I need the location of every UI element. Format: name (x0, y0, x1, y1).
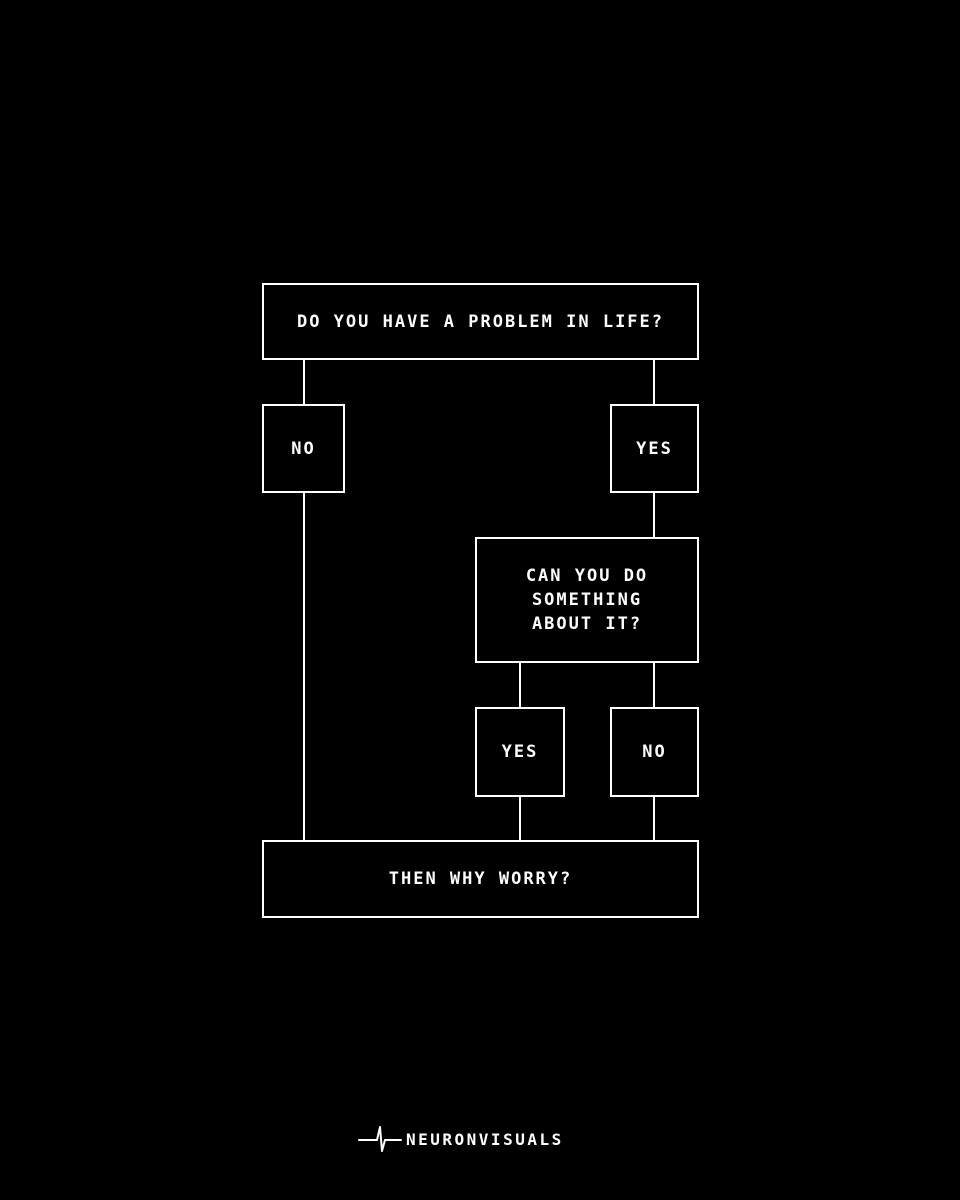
answer-box-no: NO (610, 707, 699, 797)
question-text: DO YOU HAVE A PROBLEM IN LIFE? (296, 311, 665, 332)
connector-line (653, 491, 655, 539)
question-box-can-you-do: CAN YOU DO SOMETHING ABOUT IT? (475, 537, 699, 663)
question-text-line: SOMETHING (531, 590, 643, 610)
connector-line (653, 661, 655, 709)
question-text-line: ABOUT IT? (531, 614, 643, 634)
connector-line (653, 795, 655, 842)
answer-text: NO (642, 742, 667, 762)
question-box-problem: DO YOU HAVE A PROBLEM IN LIFE? (262, 283, 699, 360)
answer-box-yes: YES (610, 404, 699, 493)
answer-text: YES (636, 438, 673, 459)
conclusion-box: THEN WHY WORRY? (262, 840, 699, 918)
connector-line (303, 358, 305, 406)
connector-line (303, 491, 305, 842)
connector-line (519, 795, 521, 842)
brand-name: NEURONVISUALS (406, 1129, 564, 1149)
answer-box-yes: YES (475, 707, 565, 797)
answer-text: NO (291, 438, 316, 459)
conclusion-text: THEN WHY WORRY? (388, 869, 573, 889)
brand-logo: NEURONVISUALS (358, 1124, 564, 1154)
connector-line (519, 661, 521, 709)
connector-line (653, 358, 655, 406)
answer-text: YES (501, 742, 539, 762)
answer-box-no: NO (262, 404, 345, 493)
neuron-spike-icon (358, 1126, 402, 1152)
question-text-line: CAN YOU DO (525, 566, 649, 586)
